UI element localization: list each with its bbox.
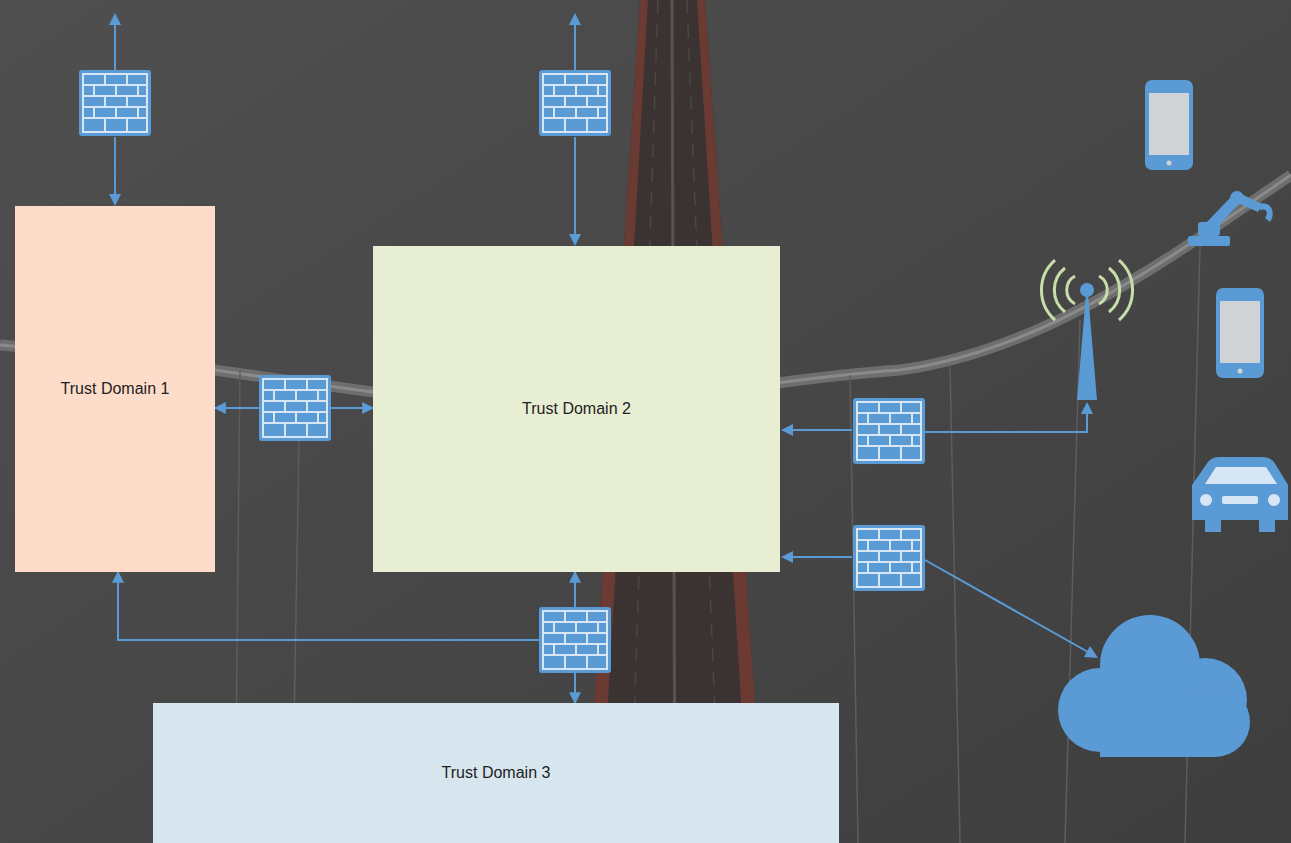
phone-icon	[1145, 80, 1193, 170]
firewall-icon	[539, 607, 611, 673]
antenna-icon	[1041, 260, 1132, 400]
bridge-cables	[0, 175, 1291, 843]
firewall-icon	[853, 525, 925, 591]
firewall-icon	[259, 375, 331, 441]
domain-label: Trust Domain 1	[61, 380, 170, 398]
cloud-icon	[1058, 615, 1250, 757]
domain-label: Trust Domain 2	[522, 400, 631, 418]
car-icon	[1192, 457, 1288, 532]
connector	[118, 572, 575, 703]
trust-domain-box: Trust Domain 2	[373, 246, 780, 572]
outer-links	[109, 13, 1098, 658]
domain-label: Trust Domain 3	[442, 764, 551, 782]
trust-domain-box: Trust Domain 1	[15, 206, 215, 572]
trust-domain-box: Trust Domain 3	[153, 703, 839, 843]
phone-icon	[1216, 288, 1264, 378]
robot-arm-icon	[1188, 191, 1273, 246]
firewall-icon	[853, 398, 925, 464]
firewall-icon	[539, 70, 611, 136]
firewall-icon	[79, 70, 151, 136]
